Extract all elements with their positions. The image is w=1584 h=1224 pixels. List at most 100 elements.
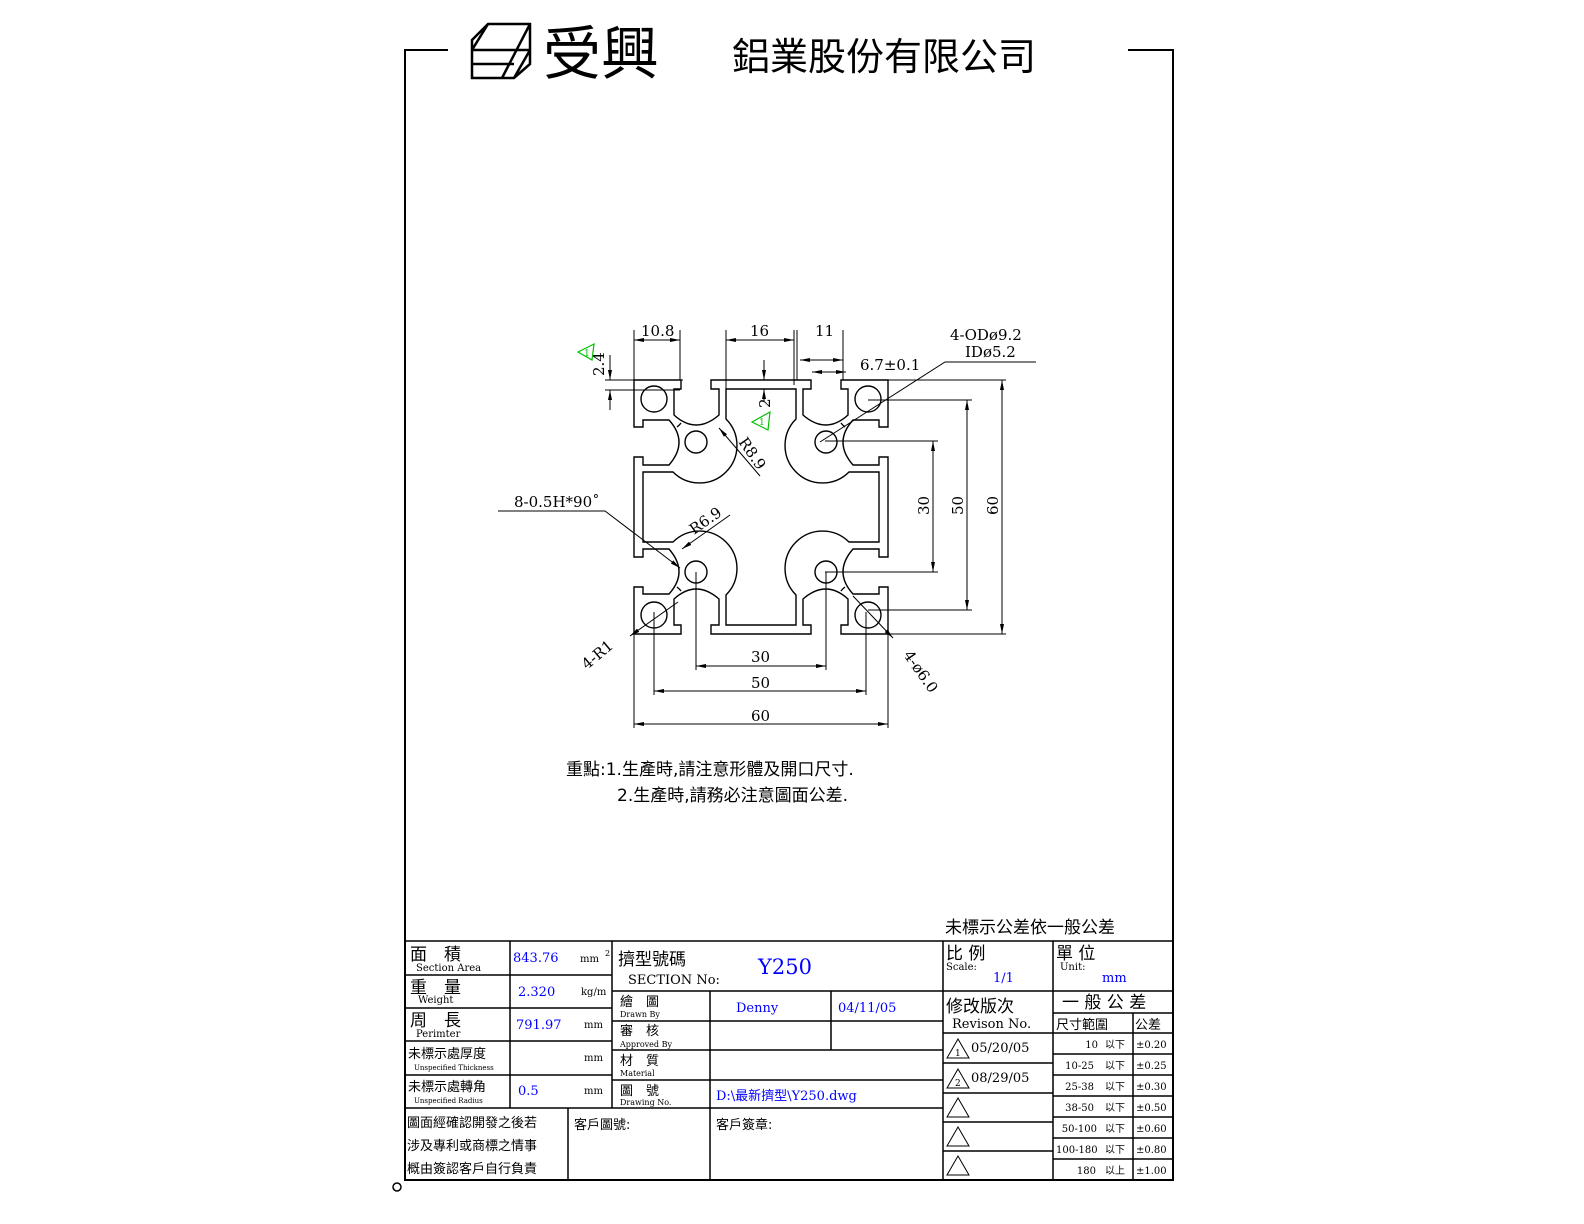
prop-weight-value: 2.320 [518, 985, 555, 1000]
scale-value: 1/1 [993, 971, 1014, 986]
prop-weight-unit: kg/m [581, 987, 607, 998]
section-no-value: Y250 [757, 955, 812, 979]
note-line-1: 重點:1.生產時,請注意形體及開口尺寸. [566, 760, 854, 780]
tolerance-col-tol: 公差 [1135, 1018, 1161, 1033]
scale-label: 比 例 [946, 944, 985, 964]
unit-value: mm [1102, 971, 1127, 986]
dim-2: 2 [756, 398, 774, 408]
section-no-label: 擠型號碼 [618, 950, 686, 970]
prop-area-unit: mm [580, 954, 599, 965]
prop-weight-label-en: Weight [418, 995, 453, 1006]
section-no-label-en: SECTION No: [628, 973, 720, 988]
revision-row: 2 08/29/05 [946, 1068, 1029, 1089]
critical-mark-icon-2 [750, 410, 771, 431]
tolerance-range: 10 [1085, 1040, 1098, 1051]
dim-r8-9: R8.9 [735, 434, 770, 473]
revision-row: 1 05/20/05 [946, 1038, 1029, 1059]
tolerance-range: 38-50 [1065, 1103, 1094, 1114]
prop-thickness-label-en: Unspecified Thickness [414, 1064, 494, 1072]
tolerance-caption: 未標示公差依一般公差 [945, 918, 1115, 938]
revision-triangle-icon [946, 1126, 970, 1147]
dim-h60: 60 [751, 707, 770, 725]
dimensions: 10.8 16 11 6.7±0.1 4-ODø9.2 IDø5.2 2.4 1… [498, 322, 1036, 728]
prop-perimeter-label-en: Perimter [416, 1029, 461, 1040]
prop-radius-label: 未標示處轉角 [408, 1080, 486, 1095]
disclaimer-line-2: 涉及專利或商標之情事 [407, 1139, 537, 1154]
company-name: 鋁業股份有限公司 [732, 35, 1036, 79]
critical-mark-icon [576, 342, 595, 361]
approved-by-label-en: Approved By [619, 1040, 672, 1049]
dim-v50: 50 [949, 496, 967, 515]
disclaimer-line-3: 概由簽認客戶自行負責 [407, 1161, 537, 1177]
revision-triangle-icon [946, 1038, 970, 1059]
prop-area-value: 843.76 [513, 951, 559, 966]
revision-mark: 2 [955, 1079, 961, 1089]
tolerance-qual: 以下 [1105, 1061, 1125, 1072]
dim-corner-holes: 4-ø6.0 [900, 647, 942, 696]
tolerance-table: 10 以下 ±0.20 10-25 以下 ±0.25 25-38 以下 ±0.3… [1056, 1040, 1167, 1177]
drawn-by-label: 繪 圖 [620, 994, 659, 1010]
tolerance-qual: 以上 [1105, 1165, 1125, 1177]
section-info: 擠型號碼 SECTION No: Y250 繪 圖 Drawn By Denny… [407, 950, 896, 1177]
dim-v30: 30 [915, 496, 933, 515]
general-tolerance-title: 一 般 公 差 [1062, 993, 1146, 1013]
tolerance-value: ±0.20 [1136, 1040, 1167, 1051]
drawn-by-name: Denny [736, 1001, 779, 1016]
prop-weight-label: 重 量 [410, 978, 461, 998]
tolerance-qual: 以下 [1105, 1040, 1125, 1051]
approved-by-label: 審 核 [620, 1024, 659, 1039]
revision-date: 08/29/05 [971, 1071, 1029, 1086]
tolerance-value: ±0.25 [1136, 1061, 1167, 1072]
dim-hole-id: IDø5.2 [965, 343, 1016, 361]
revision-date: 05/20/05 [971, 1041, 1029, 1056]
tolerance-col-range: 尺寸範圍 [1056, 1018, 1108, 1033]
logo-text: 受興 [543, 20, 659, 88]
prop-perimeter-unit: mm [584, 1020, 603, 1031]
title-block-grid [405, 940, 1173, 1180]
dim-11: 11 [815, 322, 834, 340]
drawing-no-value: D:\最新擠型\Y250.dwg [716, 1088, 857, 1104]
prop-radius-label-en: Unspecified Radius [414, 1097, 483, 1105]
tolerance-qual: 以下 [1105, 1145, 1125, 1156]
property-table: 面 積 Section Area 843.76 mm 2 重 量 Weight … [408, 945, 610, 1105]
revision-label: 修改版次 [946, 997, 1014, 1017]
dim-h30: 30 [751, 648, 770, 666]
prop-area-label-en: Section Area [416, 963, 481, 974]
dim-10-8: 10.8 [641, 322, 674, 340]
material-label: 材 質 [620, 1054, 659, 1069]
dim-16: 16 [750, 322, 769, 340]
tolerance-qual: 以下 [1105, 1103, 1125, 1114]
dim-chamfer: 8-0.5H*90˚ [514, 493, 600, 511]
tolerance-range: 100-180 [1056, 1145, 1098, 1156]
tolerance-value: ±0.30 [1136, 1082, 1167, 1093]
revision-triangle-icon [946, 1068, 970, 1089]
company-logo: 受興 [470, 20, 659, 88]
drawing-frame [392, 49, 1174, 1192]
prop-area-label: 面 積 [410, 945, 461, 965]
dim-slot-opening: 6.7±0.1 [860, 356, 920, 374]
tolerance-range: 25-38 [1065, 1082, 1094, 1093]
drawing-no-label-en: Drawing No. [620, 1098, 671, 1107]
scale-unit-revision: 比 例 Scale: 1/1 單 位 Unit: mm 修改版次 Revison… [946, 944, 1161, 1176]
tolerance-value: ±0.50 [1136, 1103, 1167, 1114]
tolerance-range: 10-25 [1065, 1061, 1094, 1072]
drawn-by-label-en: Drawn By [620, 1010, 660, 1019]
prop-perimeter-value: 791.97 [516, 1018, 562, 1033]
customer-drawing-no-label: 客戶圖號: [574, 1117, 630, 1133]
note-line-2: 2.生產時,請務必注意圖面公差. [617, 786, 848, 806]
drawing-no-label: 圖 號 [620, 1084, 659, 1099]
revision-mark: 1 [955, 1049, 961, 1059]
dim-hole-od: 4-ODø9.2 [950, 326, 1022, 344]
critical-mark-number: 1 [584, 349, 590, 359]
prop-radius-unit: mm [584, 1086, 603, 1097]
tolerance-range: 50-100 [1062, 1124, 1097, 1135]
scale-label-en: Scale: [946, 962, 977, 973]
revision-label-en: Revison No. [952, 1017, 1031, 1032]
critical-mark-number-2: 1 [759, 418, 765, 428]
prop-thickness-label: 未標示處厚度 [408, 1046, 486, 1062]
unit-label-en: Unit: [1060, 962, 1085, 973]
revision-triangle-icon [946, 1097, 970, 1118]
prop-area-unit-sup: 2 [605, 949, 610, 958]
tolerance-qual: 以下 [1105, 1124, 1125, 1135]
